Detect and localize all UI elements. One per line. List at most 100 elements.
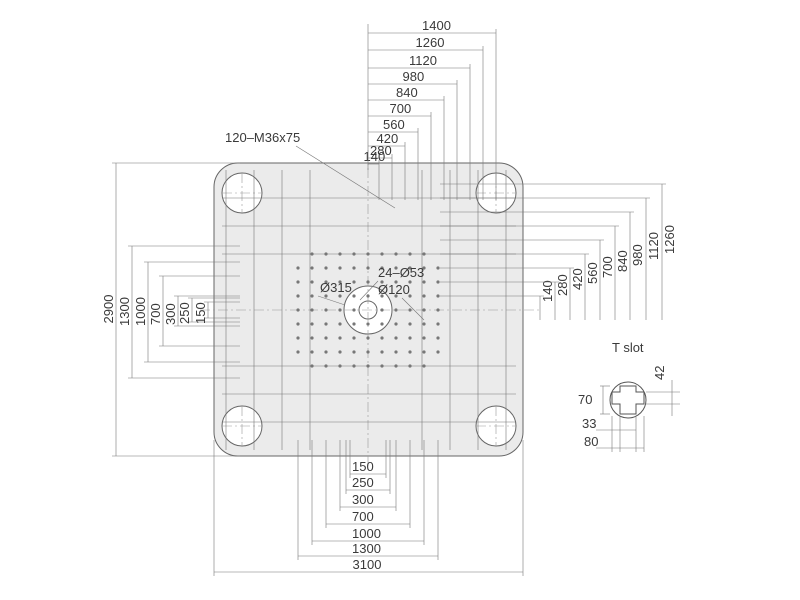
bolt-hole [422, 364, 426, 368]
bolt-hole [436, 294, 440, 298]
bolt-hole [324, 350, 328, 354]
right-dim-label: 560 [585, 262, 600, 284]
bottom-dim-label: 1300 [352, 541, 381, 556]
bolt-hole [366, 266, 370, 270]
bolt-hole [310, 336, 314, 340]
top-dim-label: 560 [383, 117, 405, 132]
bolt-hole [338, 308, 342, 312]
bolt-hole [338, 294, 342, 298]
bolt-hole [296, 350, 300, 354]
left-dim-label: 700 [148, 303, 163, 325]
bolt-hole [422, 308, 426, 312]
bolt-hole [352, 322, 356, 326]
bolt-hole [324, 322, 328, 326]
bolt-hole [436, 322, 440, 326]
right-dim-label: 1260 [662, 225, 677, 254]
bolt-hole [408, 280, 412, 284]
bolt-hole [380, 364, 384, 368]
bolt-hole [338, 350, 342, 354]
bolt-hole [380, 266, 384, 270]
bolt-hole [352, 252, 356, 256]
top-dim-label: 700 [390, 101, 412, 116]
bolt-hole [422, 322, 426, 326]
bolt-hole [366, 350, 370, 354]
top-dim-label: 140 [364, 149, 386, 164]
right-dim-label: 420 [570, 268, 585, 290]
bolt-hole [324, 294, 328, 298]
left-dim-label: 1300 [117, 297, 132, 326]
t-slot-detail: T slot 70 42 33 80 [578, 340, 680, 452]
left-dim-label: 300 [163, 303, 178, 325]
bolt-hole [422, 350, 426, 354]
bolt-hole [310, 252, 314, 256]
dia-315-label: Ø315 [320, 280, 352, 295]
bottom-dim-label: 700 [352, 509, 374, 524]
bolt-hole [338, 266, 342, 270]
bolt-hole [296, 336, 300, 340]
bolt-hole [394, 322, 398, 326]
bolt-hole [408, 252, 412, 256]
bottom-dim-label: 150 [352, 459, 374, 474]
bolt-hole [310, 266, 314, 270]
bottom-dim-label: 300 [352, 492, 374, 507]
bolt-hole [310, 308, 314, 312]
bolt-hole [352, 280, 356, 284]
bolt-hole [408, 336, 412, 340]
bolt-hole [352, 308, 356, 312]
right-dim-label: 1120 [646, 232, 661, 260]
bolt-holes [296, 252, 440, 368]
bolt-hole [324, 280, 328, 284]
t-slot-dim-33: 33 [582, 416, 596, 431]
bolt-hole [380, 350, 384, 354]
top-dim-label: 280 [370, 143, 392, 158]
bolt-hole [422, 280, 426, 284]
bottom-dim-label: 250 [352, 475, 374, 490]
bolt-hole [408, 266, 412, 270]
bolt-hole [352, 294, 356, 298]
dia-120-label: Ø120 [378, 282, 410, 297]
bolt-hole [338, 280, 342, 284]
left-dim-label: 150 [193, 302, 208, 324]
top-dim-label: 1260 [416, 35, 445, 50]
bolt-hole [394, 280, 398, 284]
left-dim-label: 2900 [101, 295, 116, 324]
right-dim-label: 280 [555, 274, 570, 296]
bolt-hole [394, 252, 398, 256]
bolt-hole [380, 280, 384, 284]
bolt-hole [310, 322, 314, 326]
callouts: 120–M36x75 24–Ø53 Ø315 Ø120 [225, 130, 424, 321]
bolt-hole [394, 294, 398, 298]
bolt-hole [394, 350, 398, 354]
bolt-hole [338, 336, 342, 340]
top-dim-label: 1120 [409, 53, 437, 68]
bolt-hole [366, 364, 370, 368]
bottom-dim-label: 1000 [352, 526, 381, 541]
bolt-hole [352, 350, 356, 354]
right-dim-label: 980 [630, 244, 645, 266]
left-dim-label: 250 [177, 302, 192, 324]
bolt-hole [366, 336, 370, 340]
right-dim-label: 700 [600, 256, 615, 278]
bolt-hole [422, 336, 426, 340]
right-dim-label: 140 [540, 280, 555, 302]
bolt-hole [380, 336, 384, 340]
t-slot-title: T slot [612, 340, 644, 355]
bolt-hole [394, 364, 398, 368]
bolt-hole [366, 252, 370, 256]
bolt-hole [310, 364, 314, 368]
bolt-hole [324, 308, 328, 312]
bolt-hole [422, 294, 426, 298]
bottom-dim-label: 3100 [353, 557, 382, 572]
bolt-hole [394, 308, 398, 312]
bolt-hole [380, 308, 384, 312]
bolt-hole [422, 266, 426, 270]
bolt-hole [324, 364, 328, 368]
t-slot-dim-80: 80 [584, 434, 598, 449]
bolt-hole [394, 266, 398, 270]
bolt-hole [338, 322, 342, 326]
